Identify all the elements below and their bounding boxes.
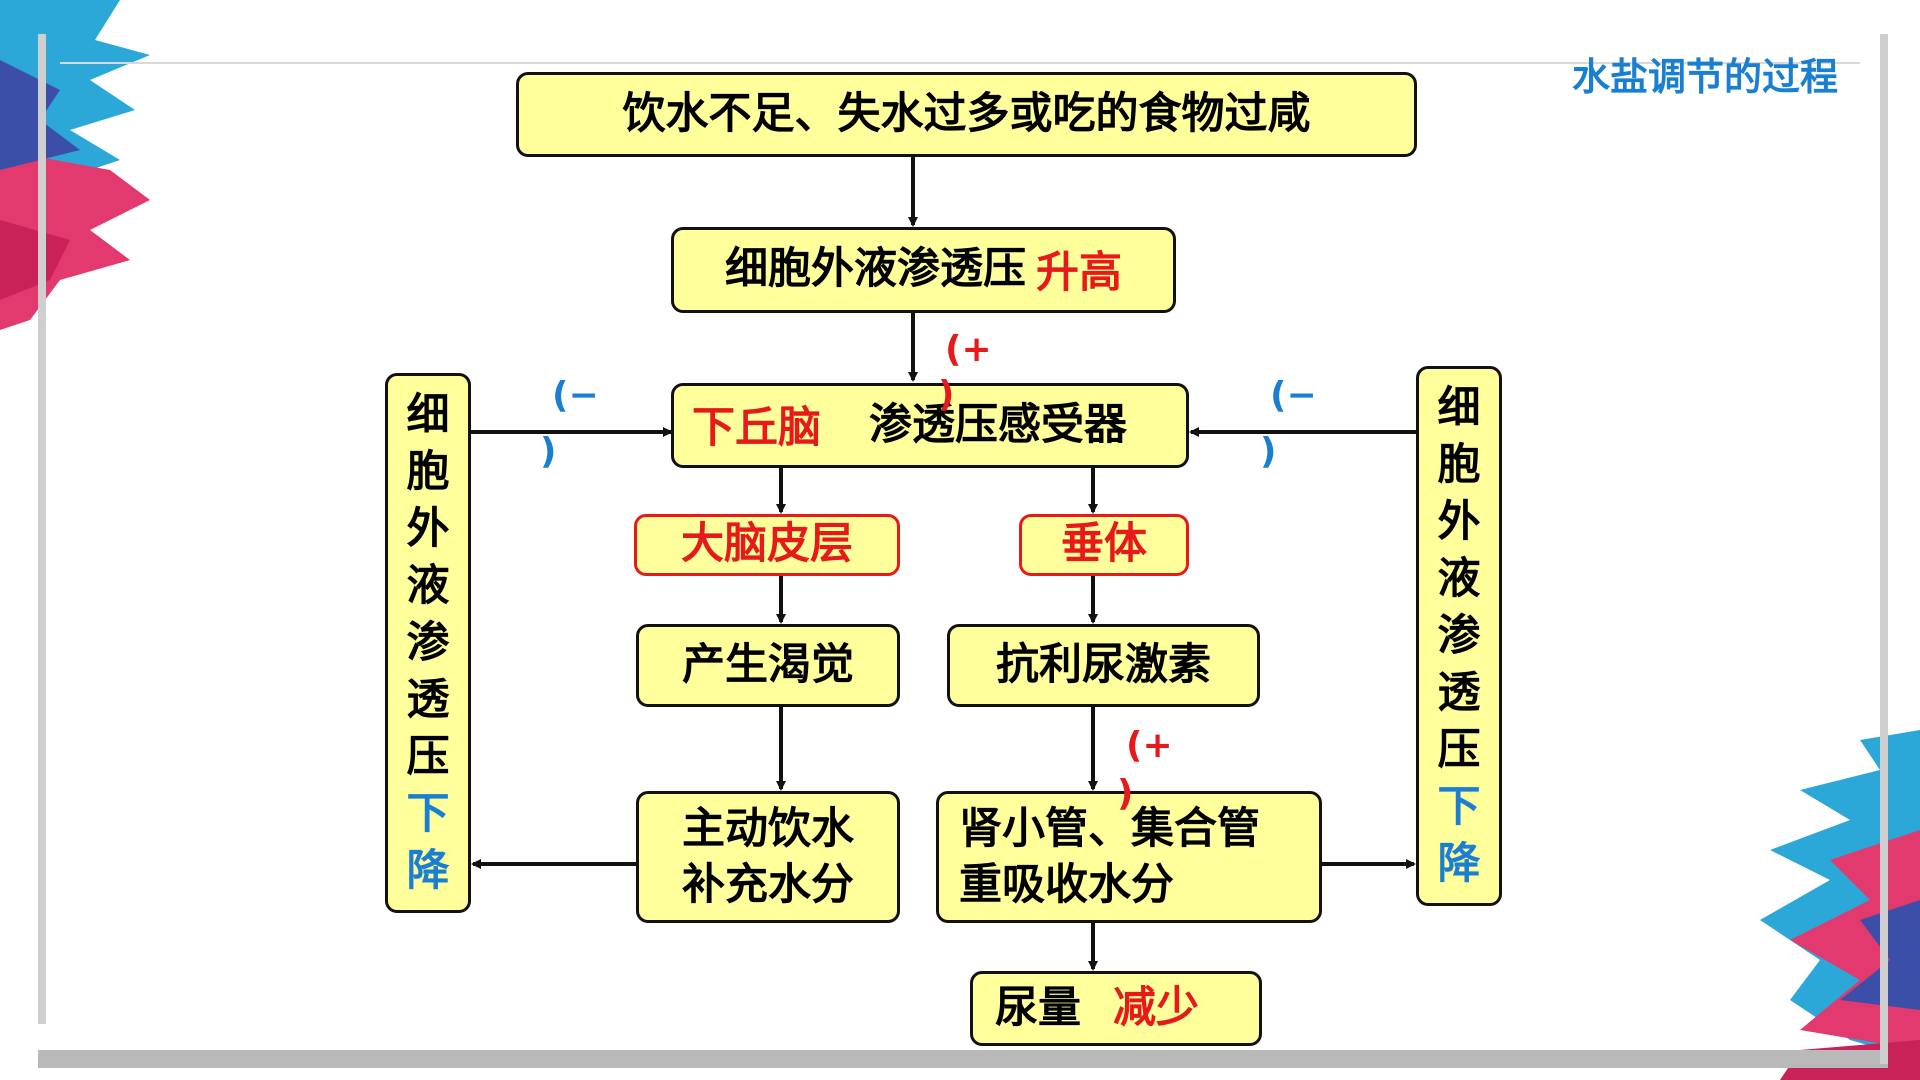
start-box: 饮水不足、失水过多或吃的食物过咸 <box>516 72 1417 157</box>
drink-box: 主动饮水 补充水分 <box>636 791 900 923</box>
right-char-5: 透 <box>1437 667 1481 718</box>
hypothalamus-label: 下丘脑 <box>692 402 821 453</box>
minus-sign-left-text: (− <box>552 375 599 416</box>
kidney-box: 肾小管、集合管 重吸收水分 <box>936 791 1322 923</box>
plus-sign-osmoreceptor-close-text: ) <box>938 374 955 415</box>
right-decrease-char-1: 降 <box>1437 838 1481 889</box>
plus-sign-osmoreceptor: (+ <box>945 332 992 368</box>
hypothalamus-box: 下丘脑 渗透压感受器 <box>671 383 1189 468</box>
minus-sign-right-close: ) <box>1260 434 1276 470</box>
plus-sign-kidney: (+ <box>1126 728 1173 764</box>
left-char-4: 渗 <box>406 617 450 668</box>
right-char-1: 胞 <box>1437 439 1481 490</box>
osmotic-rise-label: 升高 <box>1036 248 1122 299</box>
kidney-line2: 重吸收水分 <box>959 860 1174 910</box>
minus-sign-left-close: ) <box>540 434 556 470</box>
left-char-1: 胞 <box>406 446 450 497</box>
left-char-2: 外 <box>406 503 450 554</box>
minus-sign-right-close-text: ) <box>1260 431 1277 472</box>
minus-sign-right: (− <box>1270 378 1317 414</box>
drink-line2: 补充水分 <box>682 860 854 910</box>
frame-bottom-bar <box>38 1050 1888 1068</box>
left-char-3: 液 <box>406 560 450 611</box>
right-char-6: 压 <box>1437 724 1481 775</box>
adh-box: 抗利尿激素 <box>947 624 1260 707</box>
right-decrease-char-0: 下 <box>1437 781 1481 832</box>
adh-label: 抗利尿激素 <box>996 639 1211 690</box>
plus-sign-kidney-close-text: ) <box>1117 773 1134 814</box>
thirst-box: 产生渴觉 <box>636 624 900 707</box>
cortex-label: 大脑皮层 <box>681 519 853 570</box>
urine-decrease-label: 减少 <box>1113 982 1199 1033</box>
right-char-0: 细 <box>1437 382 1481 433</box>
urine-box: 尿量 减少 <box>970 971 1262 1046</box>
pituitary-box: 垂体 <box>1019 514 1189 576</box>
minus-sign-right-text: (− <box>1270 375 1317 416</box>
plus-sign-osmoreceptor-close: ) <box>938 377 954 413</box>
frame-left-bar <box>38 34 46 1024</box>
plus-sign-kidney-close: ) <box>1117 776 1133 812</box>
paint-splash-top-left <box>0 0 150 330</box>
left-decrease-char-0: 下 <box>406 788 450 839</box>
plus-sign-kidney-text: (+ <box>1126 725 1173 766</box>
pituitary-label: 垂体 <box>1061 519 1147 570</box>
kidney-line1: 肾小管、集合管 <box>959 804 1260 854</box>
osmotic-text: 细胞外液渗透压 <box>725 244 1026 295</box>
paint-splash-bottom-right <box>1760 730 1920 1080</box>
start-text: 饮水不足、失水过多或吃的食物过咸 <box>622 88 1311 139</box>
osmoreceptor-label: 渗透压感受器 <box>869 399 1127 450</box>
minus-sign-left-close-text: ) <box>540 431 557 472</box>
right-char-3: 液 <box>1437 553 1481 604</box>
connectors <box>471 157 1416 971</box>
left-char-0: 细 <box>406 389 450 440</box>
slide-title: 水盐调节的过程 <box>1571 55 1838 99</box>
osmotic-rise-box: 细胞外液渗透压 升高 <box>671 227 1176 313</box>
cortex-box: 大脑皮层 <box>634 514 900 576</box>
left-decrease-char-1: 降 <box>406 845 450 896</box>
frame-right-bar <box>1880 34 1888 1064</box>
left-char-6: 压 <box>406 731 450 782</box>
right-char-4: 渗 <box>1437 610 1481 661</box>
urine-label: 尿量 <box>995 982 1081 1033</box>
drink-line1: 主动饮水 <box>682 804 854 854</box>
right-feedback-box: 细 胞 外 液 渗 透 压 下 降 <box>1416 366 1502 906</box>
right-char-2: 外 <box>1437 496 1481 547</box>
thirst-label: 产生渴觉 <box>682 639 854 690</box>
left-feedback-box: 细 胞 外 液 渗 透 压 下 降 <box>385 373 471 913</box>
minus-sign-left: (− <box>552 378 599 414</box>
plus-sign-osmoreceptor-text: (+ <box>945 329 992 370</box>
left-char-5: 透 <box>406 674 450 725</box>
